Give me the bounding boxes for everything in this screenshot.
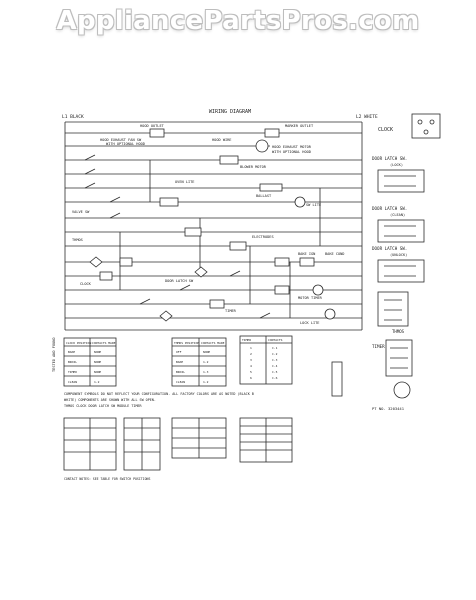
thmos-r2c1: 1-3 (203, 370, 209, 374)
timer-table-h1: TIMER (242, 338, 251, 342)
door-latch-3-switch (377, 259, 425, 283)
marker-outlet-label: MARKER OUTLET (285, 124, 314, 128)
thmos-r0c1: NONE (203, 350, 210, 354)
clock-r0c0: BAKE (68, 350, 75, 354)
clock-table-h2: CONTACTS MADE (92, 341, 116, 345)
thermostat-label: THMOS (72, 238, 83, 242)
clock-r0c1: NONE (94, 350, 101, 354)
timer-r0c1: C-1 (272, 346, 278, 350)
timer-r4c1: C-5 (272, 370, 278, 374)
thmos-r3c0: CLEAN (176, 380, 185, 384)
clock-table-h1: CLOCK POSITION (66, 341, 91, 345)
watermark: AppliancePartsPros.com (56, 6, 420, 36)
timer-r5c0: 6 (250, 376, 252, 380)
clock-component (411, 113, 441, 139)
timer-r3c0: 4 (250, 364, 252, 368)
right-panel: CLOCK DOOR LATCH SW. (LOCK) DOOR LATCH S… (372, 113, 441, 411)
door-latch-3-sub: (UNLOCK) (390, 253, 407, 257)
timer-r4c0: 5 (250, 370, 252, 374)
timer-r1c1: C-2 (272, 352, 278, 356)
left-side-note: TESTED AND FOUND (52, 337, 56, 372)
timer-label: TIMER (225, 309, 237, 313)
thmos-r0c0: OFF (176, 350, 182, 354)
sw-lite-label: SW LITE (306, 203, 321, 207)
ballast-label: BALLAST (256, 194, 272, 198)
line-black-label: L1 BLACK (62, 114, 84, 120)
clock-title: CLOCK (378, 127, 393, 133)
diagram-title: WIRING DIAGRAM (209, 109, 251, 115)
thmos-table-h1: THMOS POSITION (174, 341, 199, 345)
clock-r2c0: TIMED (68, 370, 77, 374)
timer-r3c1: C-4 (272, 364, 278, 368)
electrode-label: ELECTRODES (252, 235, 274, 239)
circuit-rungs (65, 132, 362, 331)
door-latch-1-sub: (LOCK) (390, 163, 403, 167)
timer-r1c0: 2 (250, 352, 252, 356)
notes: COMPONENT SYMBOLS DO NOT REFLECT YOUR CO… (64, 392, 254, 408)
bake-cond-label: BAKE COND (325, 252, 344, 256)
motor-timer-label: MOTOR TIMER (298, 296, 323, 300)
bottom-notes: CONTACT NOTES: SEE TABLE FOR SWITCH POSI… (64, 477, 150, 481)
timer-r0c0: 1 (250, 346, 252, 350)
thmos-table-h2: CONTACTS MADE (201, 341, 225, 345)
timer-title: TIMER (372, 344, 385, 349)
timer-table-h2: CONTACTS (268, 338, 283, 342)
clock-r3c1: 1-2 (94, 380, 100, 384)
optional-hood-label: WITH OPTIONAL HOOD (106, 142, 145, 146)
door-latch-2-title: DOOR LATCH SW. (372, 206, 407, 211)
lower-tables: CONTACT NOTES: SEE TABLE FOR SWITCH POSI… (63, 417, 293, 481)
timer-r2c1: C-3 (272, 358, 278, 362)
clock-r3c0: CLEAN (68, 380, 77, 384)
exhaust-motor-label: HOOD EXHAUST MOTOR (272, 145, 312, 149)
clock-r1c1: NONE (94, 360, 101, 364)
hood-outlet-label: HOOD OUTLET (140, 124, 165, 128)
switch-symbols (84, 154, 271, 319)
door-latch-1-title: DOOR LATCH SW. (372, 156, 407, 161)
note-line-3: THMOS CLOCK DOOR LATCH SW MODULE TIMER (64, 404, 143, 408)
door-latch-2-sub: (CLEAN) (390, 213, 405, 217)
oven-light-label: OVEN LITE (175, 180, 194, 184)
hood-wire-label: HOOD WIRE (212, 138, 231, 142)
valve-sw-label: VALVE SW (72, 210, 90, 214)
thmos-r3c1: 1-2 (203, 380, 209, 384)
door-latch-label: DOOR LATCH SW (165, 279, 194, 283)
note-line-2: WHITE) COMPONENTS ARE SHOWN WITH ALL SW … (64, 398, 156, 402)
timer-r5c1: C-6 (272, 376, 278, 380)
blower-motor-label: BLOWER MOTOR (240, 165, 267, 169)
component-labels: HOOD OUTLET MARKER OUTLET HOOD EXHAUST F… (72, 124, 344, 325)
timer-component (385, 339, 413, 377)
thmos-r1c0: BAKE (176, 360, 183, 364)
lock-light-label: LOCK LITE (300, 321, 319, 325)
note-line-1: COMPONENT SYMBOLS DO NOT REFLECT YOUR CO… (64, 392, 254, 396)
hood-exhaust-fan-label: HOOD EXHAUST FAN SW (100, 138, 142, 142)
door-latch-2-switch (377, 219, 425, 243)
contact-tables: CLOCK POSITION CONTACTS MADE BAKE NONE B… (63, 335, 343, 397)
thermostat-component (377, 291, 409, 327)
door-latch-1-switch (377, 169, 425, 193)
clock-label: CLOCK (80, 282, 92, 286)
pt-no: PT NO. 3203441 (372, 406, 405, 411)
thmos-title: THMOS (392, 329, 405, 334)
clock-r1c0: BROIL (68, 360, 77, 364)
clock-r2c1: NONE (94, 370, 101, 374)
timer-motor (393, 381, 411, 399)
thmos-r2c0: BROIL (176, 370, 185, 374)
line-white-label: L2 WHITE (356, 114, 378, 120)
timer-r2c0: 3 (250, 358, 252, 362)
door-latch-3-title: DOOR LATCH SW. (372, 246, 407, 251)
components (89, 128, 336, 322)
optional-hood-label-2: WITH OPTIONAL HOOD (272, 150, 311, 154)
bake-ign-label: BAKE IGN (298, 252, 315, 256)
thmos-r1c1: 1-2 (203, 360, 209, 364)
